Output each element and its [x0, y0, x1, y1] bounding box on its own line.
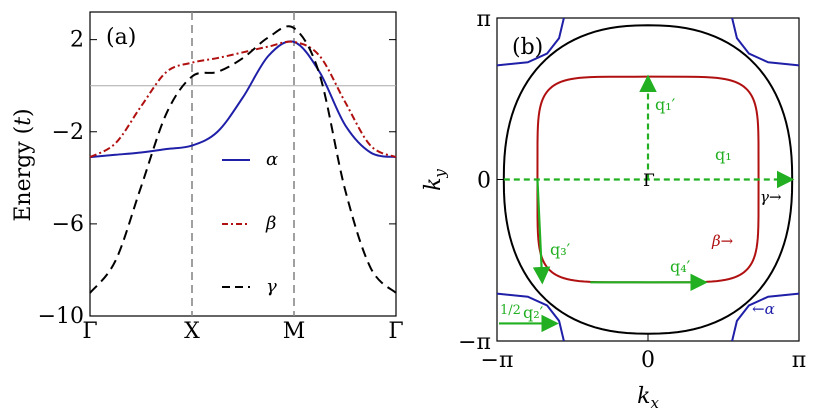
label-q3p: q₃′ — [550, 240, 571, 259]
legend-gamma-text: γ — [266, 276, 277, 297]
label-gamma: γ→ — [760, 188, 782, 206]
label-alpha: ←α — [752, 300, 775, 318]
series-alpha-pocket — [731, 292, 800, 342]
panel-a-legend: α β γ — [222, 149, 278, 297]
series-alpha-pocket — [496, 17, 565, 67]
panel-b-ticks: −π 0 π π 0 −π — [458, 7, 806, 373]
b-xtick-label: π — [792, 348, 806, 373]
label-beta: β→ — [711, 232, 734, 250]
panel-a-frame — [89, 11, 397, 317]
panel-a-ylabel: Energy (t) — [11, 108, 36, 221]
arrow-q3p — [532, 179, 551, 285]
a-xtick-label: Γ — [82, 319, 97, 344]
b-xtick-label: 0 — [641, 348, 655, 373]
panel-a-label: (a) — [106, 25, 136, 50]
panel-b-label: (b) — [512, 35, 543, 60]
series-beta-line — [89, 40, 397, 159]
a-ytick-label: −6 — [52, 212, 84, 237]
label-half: 1/2 — [500, 303, 521, 318]
b-xtick-label: −π — [481, 348, 514, 373]
a-xtick-label: Γ — [388, 319, 403, 344]
a-xtick-label: M — [283, 319, 306, 344]
panel-b-arrows — [498, 74, 795, 333]
a-ytick-label: −10 — [38, 304, 84, 329]
a-ytick-label: −2 — [52, 120, 84, 145]
a-xtick-label: X — [184, 319, 200, 344]
legend-alpha-text: α — [266, 149, 278, 170]
legend-beta-text: β — [265, 213, 276, 234]
panel-a-series — [89, 25, 397, 294]
panel-b: (b) Γ q₁ q₁′ q₃′ q₄′ 1/2 q₂′ ←α β→ γ→ −π… — [421, 7, 806, 412]
panel-a-guides — [90, 12, 396, 316]
a-ytick-label: 2 — [70, 28, 84, 53]
b-ytick-label: 0 — [477, 169, 491, 194]
series-alpha-pocket — [731, 17, 800, 67]
b-ytick-label: π — [477, 7, 491, 32]
panel-b-center-label: Γ — [643, 171, 655, 191]
label-q2p: q₂′ — [523, 303, 544, 322]
label-q4p: q₄′ — [670, 257, 691, 276]
panel-b-xlabel: kx — [637, 384, 659, 412]
label-q1: q₁ — [715, 145, 732, 164]
series-gamma-line — [89, 25, 397, 294]
panel-b-ylabel: ky — [421, 169, 449, 191]
b-ytick-label: −π — [458, 330, 491, 355]
label-q1p: q₁′ — [655, 95, 676, 114]
series-alpha-pocket — [496, 292, 565, 342]
series-alpha-line — [89, 40, 397, 159]
